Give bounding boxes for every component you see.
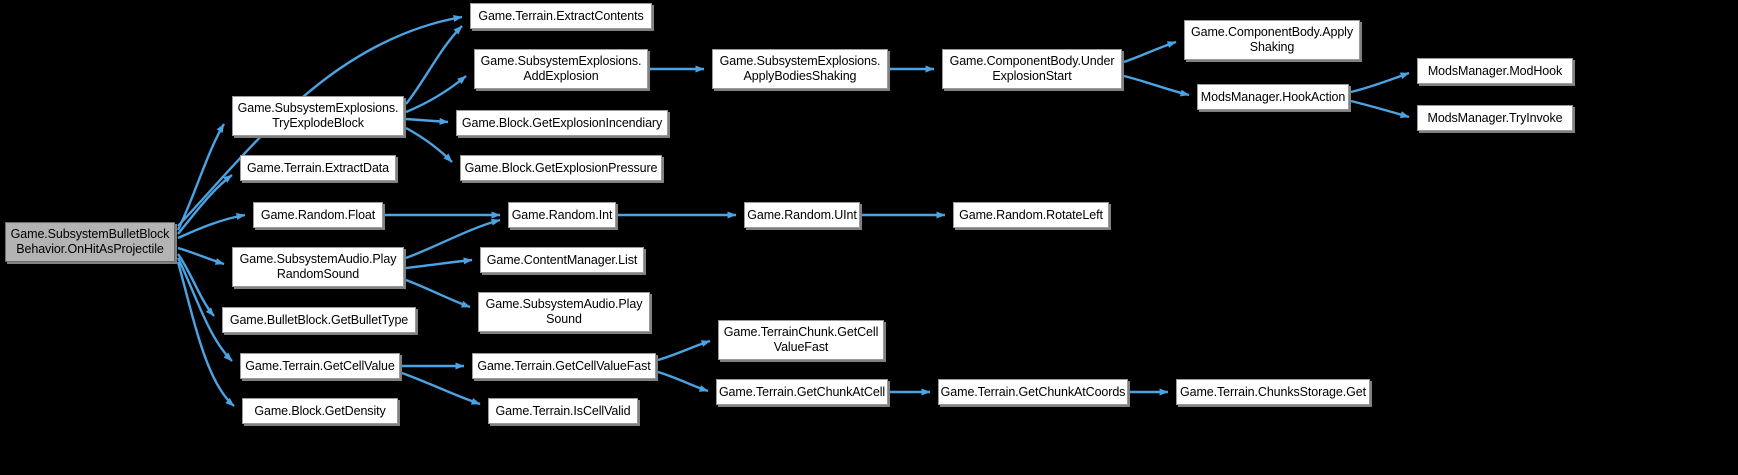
graph-node-randomuint[interactable]: Game.Random.UInt <box>744 202 860 228</box>
call-edge-getcellvalue-to-iscellvalid <box>401 371 481 406</box>
call-edge-getcellvaluefast-to-getchunkatcell <box>657 370 709 393</box>
graph-node-randomint[interactable]: Game.Random.Int <box>508 202 616 228</box>
call-edge-hookaction-to-modhook <box>1350 71 1410 94</box>
graph-node-underexplosionstart[interactable]: Game.ComponentBody.Under ExplosionStart <box>942 49 1122 89</box>
call-edge-tryexplodeblock-to-getexplosionincendiary <box>405 117 449 125</box>
graph-node-getchunkatcoords[interactable]: Game.Terrain.GetChunkAtCoords <box>938 379 1128 405</box>
graph-node-tryinvoke[interactable]: ModsManager.TryInvoke <box>1417 105 1573 131</box>
call-edge-root-to-getbullettype <box>177 253 215 317</box>
call-edge-hookaction-to-tryinvoke <box>1350 99 1410 119</box>
graph-node-chunkgetcellvaluefast[interactable]: Game.TerrainChunk.GetCell ValueFast <box>718 320 884 360</box>
graph-node-getdensity[interactable]: Game.Block.GetDensity <box>242 398 398 424</box>
call-edge-getcellvaluefast-to-chunkgetcellvaluefast <box>657 339 711 362</box>
graph-node-playsound[interactable]: Game.SubsystemAudio.Play Sound <box>478 292 650 332</box>
call-edge-playrandomsound-to-playsound <box>405 278 471 309</box>
call-edge-tryexplodeblock-to-getexplosionpressure <box>405 126 453 163</box>
graph-node-randomrotateleft[interactable]: Game.Random.RotateLeft <box>953 202 1109 228</box>
graph-node-getcellvaluefast[interactable]: Game.Terrain.GetCellValueFast <box>472 353 656 379</box>
call-edge-root-to-getdensity <box>176 261 235 407</box>
call-edge-root-to-playrandomsound <box>177 246 225 266</box>
call-edge-tryexplodeblock-to-extractcontents <box>405 25 463 105</box>
graph-node-playrandomsound[interactable]: Game.SubsystemAudio.Play RandomSound <box>232 247 404 287</box>
graph-node-getchunkatcell[interactable]: Game.Terrain.GetChunkAtCell <box>716 379 888 405</box>
call-edge-underexplosionstart-to-hookaction <box>1123 74 1190 97</box>
graph-node-iscellvalid[interactable]: Game.Terrain.IsCellValid <box>488 398 638 424</box>
graph-node-addexplosion[interactable]: Game.SubsystemExplosions. AddExplosion <box>474 49 648 89</box>
graph-node-extractcontents[interactable]: Game.Terrain.ExtractContents <box>470 3 652 29</box>
call-edge-underexplosionstart-to-applyshaking <box>1123 40 1177 64</box>
graph-node-chunksstorageget[interactable]: Game.Terrain.ChunksStorage.Get <box>1176 379 1370 405</box>
graph-node-root[interactable]: Game.SubsystemBulletBlock Behavior.OnHit… <box>5 222 175 262</box>
call-edge-root-to-extractdata <box>177 174 233 235</box>
call-edge-root-to-tryexplodeblock <box>176 123 226 231</box>
call-edge-playrandomsound-to-contentmanagerlist <box>405 257 473 270</box>
graph-node-modhook[interactable]: ModsManager.ModHook <box>1417 58 1573 84</box>
graph-node-tryexplodeblock[interactable]: Game.SubsystemExplosions. TryExplodeBloc… <box>232 96 404 136</box>
call-edge-tryexplodeblock-to-addexplosion <box>405 75 467 114</box>
graph-node-hookaction[interactable]: ModsManager.HookAction <box>1197 84 1349 110</box>
graph-node-applyshaking[interactable]: Game.ComponentBody.Apply Shaking <box>1184 20 1360 60</box>
call-edge-root-to-randomfloat <box>177 213 246 240</box>
graph-node-contentmanagerlist[interactable]: Game.ContentManager.List <box>480 247 644 273</box>
graph-node-getexplosionincendiary[interactable]: Game.Block.GetExplosionIncendiary <box>456 110 668 136</box>
graph-node-applybodiesshaking[interactable]: Game.SubsystemExplosions. ApplyBodiesSha… <box>712 49 888 89</box>
graph-node-getexplosionpressure[interactable]: Game.Block.GetExplosionPressure <box>460 155 662 181</box>
graph-node-randomfloat[interactable]: Game.Random.Float <box>253 202 383 228</box>
graph-node-getbullettype[interactable]: Game.BulletBlock.GetBulletType <box>222 307 416 333</box>
graph-node-extractdata[interactable]: Game.Terrain.ExtractData <box>240 155 396 181</box>
graph-node-getcellvalue[interactable]: Game.Terrain.GetCellValue <box>240 353 400 379</box>
